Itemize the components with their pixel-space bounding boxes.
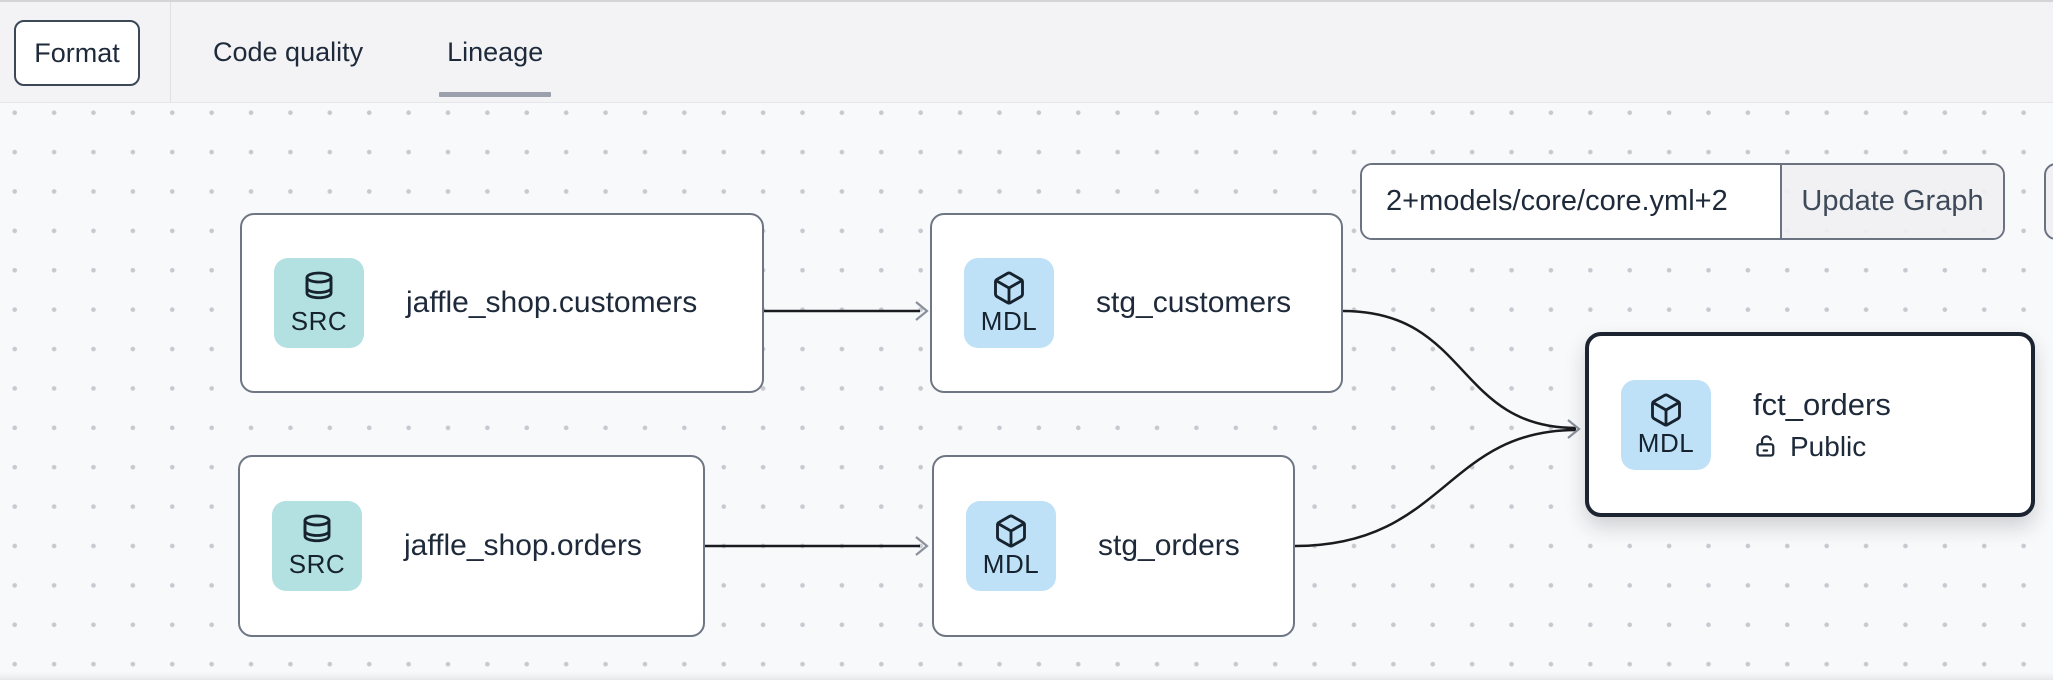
node-stg-orders[interactable]: MDL stg_orders	[932, 455, 1295, 637]
badge-label: MDL	[982, 549, 1040, 580]
tab-label: Code quality	[213, 37, 364, 67]
selector-input[interactable]	[1362, 165, 1780, 238]
arrowhead-icon	[915, 536, 929, 556]
lineage-edges	[705, 301, 1581, 556]
badge-label: MDL	[980, 306, 1038, 337]
access-label: Public	[1790, 430, 1867, 462]
unlock-icon	[1756, 435, 1775, 457]
model-badge: MDL	[966, 501, 1056, 591]
badge-label: MDL	[1637, 427, 1695, 458]
cube-icon	[1651, 393, 1681, 427]
node-jaffle-shop-customers[interactable]: SRC jaffle_shop.customers	[240, 213, 764, 393]
toolbar-divider	[170, 2, 171, 102]
node-label: jaffle_shop.orders	[404, 529, 642, 562]
tab-bar: Code quality Lineage	[171, 2, 585, 103]
node-label: stg_orders	[1098, 529, 1240, 562]
tab-label: Lineage	[447, 37, 544, 67]
update-graph-button[interactable]: Update Graph	[1780, 165, 2003, 238]
tab-code-quality[interactable]: Code quality	[171, 2, 405, 103]
database-icon	[303, 514, 331, 543]
arrowhead-icon	[915, 301, 929, 321]
node-text: fct_orders Public	[1753, 387, 1891, 463]
tab-underline-active	[439, 92, 552, 97]
lineage-canvas[interactable]: Update Graph SRC jaffle_shop.customers M…	[0, 103, 2053, 680]
arrowhead-icon	[1567, 419, 1581, 439]
cube-icon	[994, 271, 1024, 305]
node-stg-customers[interactable]: MDL stg_customers	[930, 213, 1343, 393]
edge-stg-customers-to-fct-orders	[1342, 309, 1577, 430]
model-badge: MDL	[1621, 379, 1711, 470]
graph-selector-bar: Update Graph	[1360, 163, 2005, 240]
cube-icon	[996, 514, 1026, 548]
edge-stg-orders-to-fct-orders	[1294, 428, 1577, 548]
source-badge: SRC	[272, 501, 362, 591]
badge-label: SRC	[288, 549, 346, 580]
node-label: jaffle_shop.customers	[406, 286, 698, 319]
editor-toolbar: Format Code quality Lineage	[0, 0, 2053, 103]
clipped-right-button[interactable]	[2044, 163, 2053, 240]
badge-label: SRC	[290, 306, 348, 337]
format-button[interactable]: Format	[14, 20, 140, 86]
node-fct-orders[interactable]: MDL fct_orders Public	[1585, 332, 2035, 517]
source-badge: SRC	[274, 258, 364, 348]
node-label: stg_customers	[1096, 286, 1292, 319]
node-jaffle-shop-orders[interactable]: SRC jaffle_shop.orders	[238, 455, 705, 637]
access-row: Public	[1753, 431, 1891, 463]
node-label: fct_orders	[1753, 386, 1891, 422]
model-badge: MDL	[964, 258, 1054, 348]
database-icon	[305, 271, 333, 300]
tab-lineage[interactable]: Lineage	[405, 2, 585, 103]
tab-underline	[205, 92, 371, 97]
